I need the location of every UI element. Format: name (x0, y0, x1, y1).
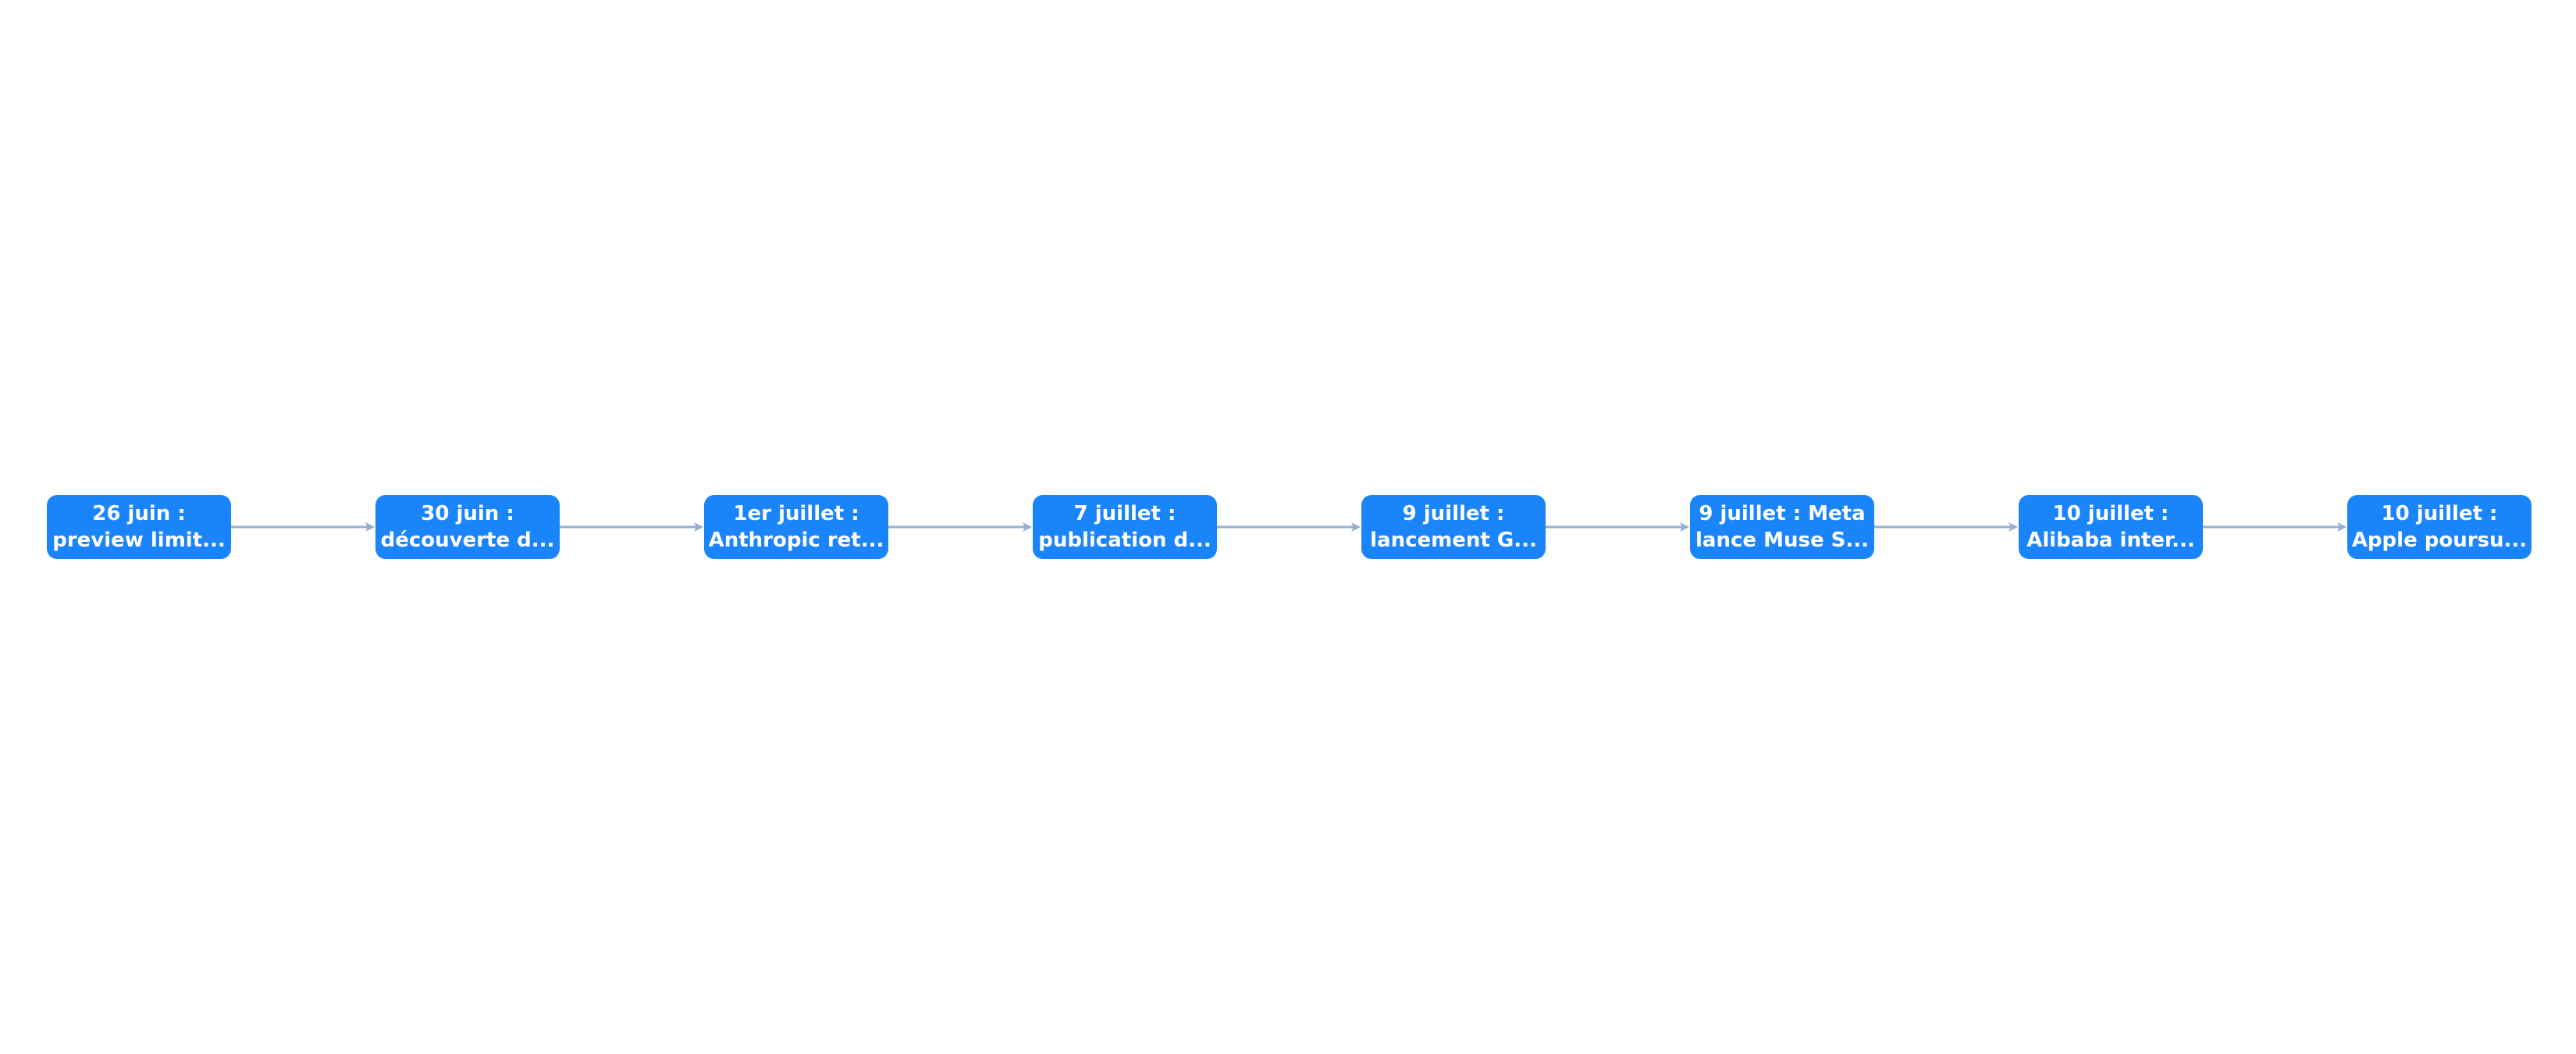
timeline-node-5-text: lancement G... (1370, 529, 1537, 552)
timeline-node-2-text: découverte d... (380, 529, 555, 552)
timeline-node-3-text: Anthropic ret... (708, 529, 884, 552)
timeline-node-8-date: 10 juillet : (2381, 502, 2498, 525)
timeline-node-1[interactable]: 26 juin : preview limit... (47, 495, 231, 559)
timeline-node-2-date: 30 juin : (421, 502, 514, 525)
timeline-node-1-text: preview limit... (52, 529, 226, 552)
timeline-node-1-date: 26 juin : (92, 502, 186, 525)
timeline-node-4-date: 7 juillet : (1073, 502, 1176, 525)
timeline-node-5[interactable]: 9 juillet : lancement G... (1361, 495, 1546, 559)
timeline-node-5-date: 9 juillet : (1402, 502, 1505, 525)
timeline-node-4-text: publication d... (1038, 529, 1212, 552)
timeline-node-3-date: 1er juillet : (733, 502, 859, 525)
timeline-node-7-text: Alibaba inter... (2026, 529, 2195, 552)
timeline-node-8-text: Apple poursu... (2351, 529, 2528, 552)
timeline-node-3[interactable]: 1er juillet : Anthropic ret... (704, 495, 888, 559)
timeline-node-2[interactable]: 30 juin : découverte d... (375, 495, 560, 559)
timeline-node-6[interactable]: 9 juillet : Meta lance Muse S... (1690, 495, 1874, 559)
timeline-node-8[interactable]: 10 juillet : Apple poursu... (2347, 495, 2532, 559)
timeline-node-7[interactable]: 10 juillet : Alibaba inter... (2019, 495, 2203, 559)
timeline-node-7-date: 10 juillet : (2052, 502, 2169, 525)
timeline-node-6-text: lance Muse S... (1695, 529, 1869, 552)
timeline-node-6-date: 9 juillet : Meta (1699, 502, 1866, 525)
timeline-node-4[interactable]: 7 juillet : publication d... (1033, 495, 1217, 559)
